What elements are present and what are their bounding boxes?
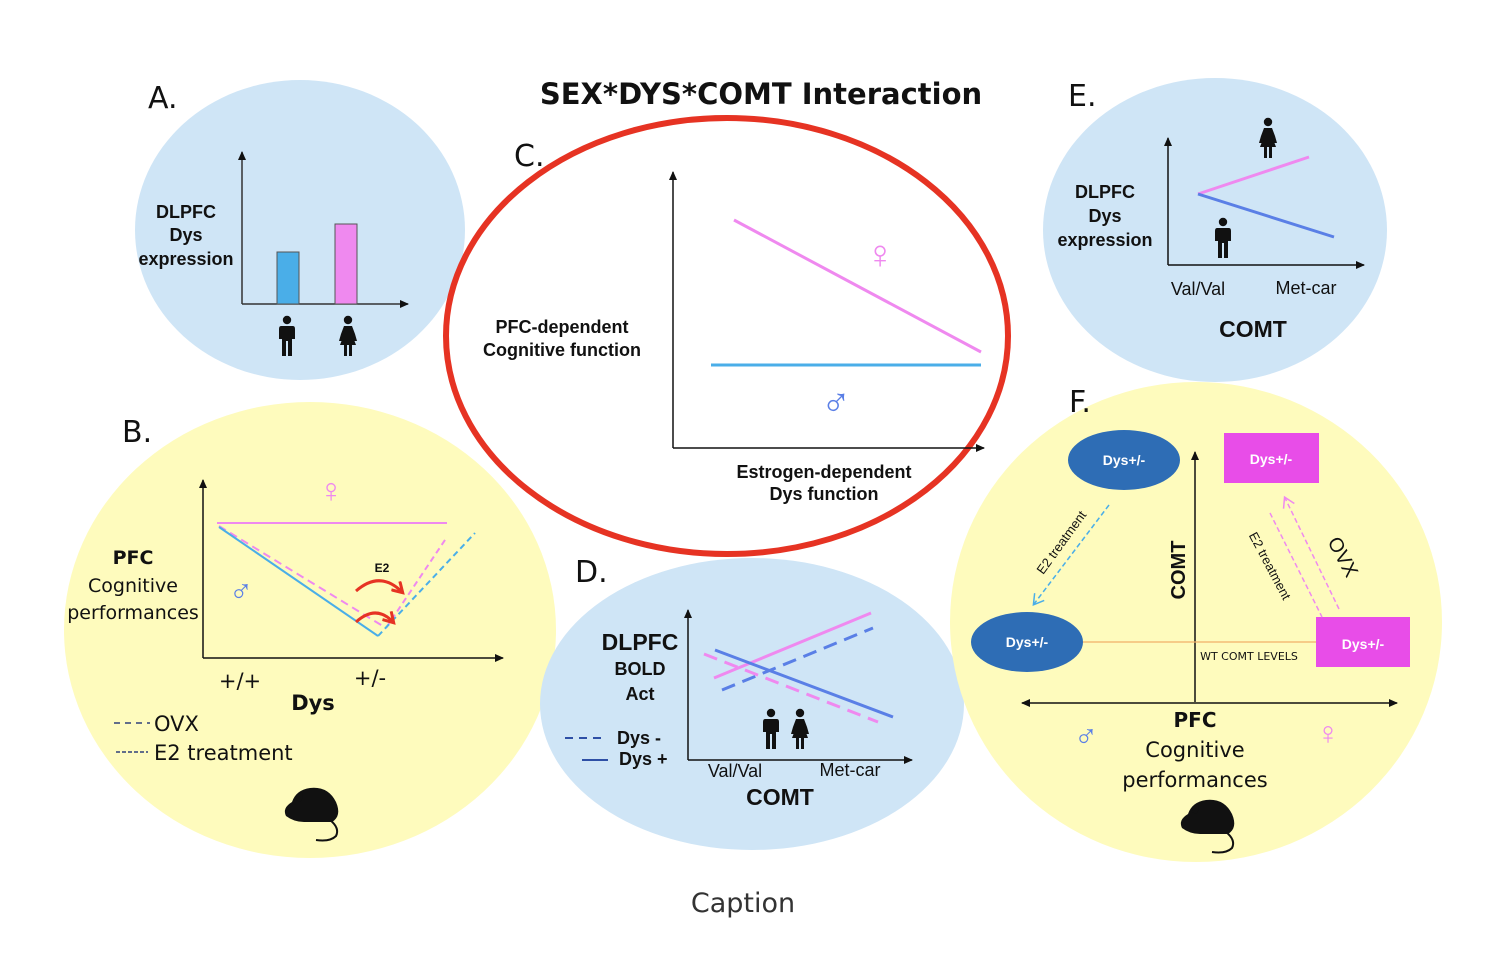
male-dys-node-top-label: Dys+/-	[1103, 452, 1146, 468]
panel-a-label: A.	[148, 81, 178, 116]
panel-c-ylabel-1: PFC-dependent	[496, 317, 629, 337]
e2-arrow-label: E2	[375, 561, 390, 575]
panel-b-background	[64, 402, 556, 858]
female-symbol-icon: ♀	[865, 233, 895, 277]
female-dys-node-top	[1224, 433, 1319, 483]
panel-c-highlight-ring	[443, 115, 1011, 557]
panel-d-ylabel-2: BOLD	[615, 659, 666, 679]
panel-e-ylabel-1: DLPFC	[1075, 182, 1135, 202]
panel-a-background	[135, 80, 465, 380]
panel-e-label: E.	[1068, 79, 1097, 114]
panel-d-background	[540, 558, 964, 850]
panel-c-ylabel-2: Cognitive function	[483, 340, 641, 360]
panel-f-xlabel-2: performances	[1122, 768, 1267, 792]
panel-e: E. DLPFC Dys expression Val/Val Met-car …	[1043, 78, 1387, 382]
male-e2-arrow	[1032, 504, 1110, 606]
figure-title: SEX*DYS*COMT Interaction	[540, 77, 982, 111]
panel-b-ylabel-bold: PFC	[113, 547, 154, 569]
panel-b-ylabel-2: performances	[67, 602, 199, 624]
panel-a: A. DLPFC Dys expression	[135, 80, 465, 380]
panel-d-xtick-metcar: Met-car	[819, 760, 880, 780]
panel-f: F. WT COMT LEVELS COMT Dys+/- Dys+/- Dys…	[950, 382, 1442, 862]
legend-dys-minus-label: Dys -	[617, 728, 661, 748]
legend-dys-plus-label: Dys +	[619, 749, 668, 769]
legend-ovx-label: OVX	[154, 712, 199, 736]
male-symbol-icon: ♂	[1074, 718, 1098, 754]
panel-f-label: F.	[1069, 385, 1091, 420]
female-dys-minus-line	[703, 652, 879, 724]
panel-a-ylabel-1: DLPFC	[156, 202, 216, 222]
panel-a-ylabel-3: expression	[138, 249, 233, 269]
wt-comt-levels-label: WT COMT LEVELS	[1200, 650, 1298, 663]
panel-f-background	[950, 382, 1442, 862]
female-dys-node-bottom	[1316, 617, 1410, 667]
caption: Caption	[690, 888, 796, 919]
panel-b-xtick-het: +/-	[354, 666, 386, 690]
male-dys-plus-line	[714, 648, 894, 719]
female-ovx-arrow	[1282, 495, 1340, 610]
male-dys-node-bottom	[971, 612, 1083, 672]
panel-b-label: B.	[122, 415, 152, 450]
panel-f-xlabel-1: Cognitive	[1145, 738, 1244, 762]
male-symbol-icon: ♂	[821, 381, 851, 425]
female-dys-node-top-label: Dys+/-	[1250, 451, 1293, 467]
panel-b-xlabel: Dys	[291, 691, 335, 715]
male-dys-node-bottom-label: Dys+/-	[1006, 634, 1049, 650]
female-symbol-icon: ♀	[318, 472, 344, 510]
female-dys-plus-line	[713, 611, 872, 680]
female-dys-node-bottom-label: Dys+/-	[1342, 636, 1385, 652]
panel-d: D. DLPFC BOLD Act Dys - Dys + Val/Val Me…	[540, 555, 964, 850]
panel-b-ylabel-1: Cognitive	[88, 575, 178, 597]
panel-d-xtick-valval: Val/Val	[708, 761, 762, 781]
female-e2-line	[1269, 512, 1323, 618]
e2-arrow-male	[354, 613, 393, 622]
panel-d-xlabel: COMT	[746, 784, 814, 810]
panel-b-xtick-wt: +/+	[219, 669, 261, 693]
panel-c-label: C.	[514, 139, 544, 174]
e2-arrow-female	[355, 579, 402, 592]
panel-a-ylabel-2: Dys	[169, 225, 202, 245]
panel-d-label: D.	[575, 555, 608, 590]
male-line	[1197, 192, 1335, 239]
panel-b: B. PFC Cognitive performances ♀ ♂ E2 +/+…	[64, 402, 556, 858]
male-dys-minus-line	[721, 626, 874, 692]
female-line-ovx	[218, 525, 387, 629]
panel-c: C. PFC-dependent Cognitive function ♀ ♂ …	[443, 115, 1011, 557]
male-line	[218, 526, 379, 637]
male-symbol-icon: ♂	[229, 573, 253, 609]
bar-female	[334, 223, 358, 305]
panel-e-ylabel-2: Dys	[1088, 206, 1121, 226]
panel-c-xlabel-2: Dys function	[769, 484, 878, 504]
female-line-e2	[385, 536, 448, 629]
panel-d-ylabel-3: Act	[625, 684, 654, 704]
panel-c-xlabel-1: Estrogen-dependent	[736, 462, 911, 482]
panel-e-xtick-metcar: Met-car	[1275, 278, 1336, 298]
female-symbol-icon: ♀	[1316, 715, 1340, 751]
panel-e-xlabel: COMT	[1219, 316, 1287, 342]
male-dys-node-top	[1068, 430, 1180, 490]
legend-e2-label: E2 treatment	[154, 741, 293, 765]
panel-f-xlabel-bold: PFC	[1174, 708, 1217, 732]
panel-d-ylabel-1: DLPFC	[602, 629, 679, 655]
comt-axis-label: COMT	[1168, 541, 1190, 600]
panel-e-background	[1043, 78, 1387, 382]
female-line	[733, 218, 982, 354]
bar-male	[276, 251, 300, 305]
panel-e-xtick-valval: Val/Val	[1171, 279, 1225, 299]
panel-e-ylabel-3: expression	[1057, 230, 1152, 250]
female-line	[1197, 155, 1310, 196]
